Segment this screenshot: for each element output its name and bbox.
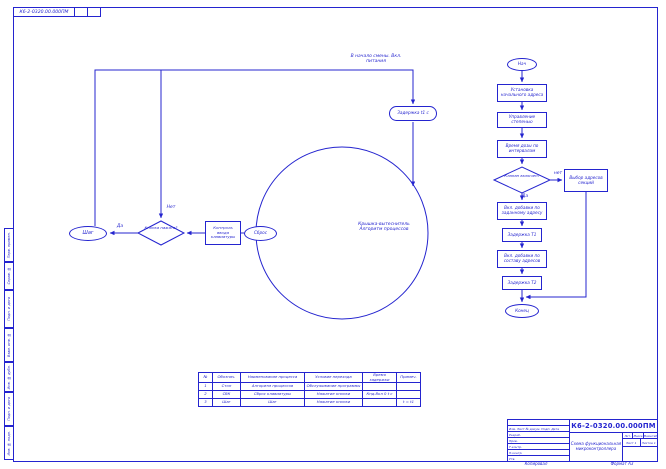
delay-t1-block: Задержка t1 с bbox=[389, 106, 437, 121]
table-row: 1 Стоп Алгоритм процессов Обслуживание п… bbox=[198, 382, 421, 391]
table-cell: t = t1 bbox=[396, 398, 421, 407]
document-title-line2: микроконтроллера bbox=[575, 446, 617, 451]
corner-stamp-cell bbox=[74, 8, 87, 16]
branch-return-line bbox=[525, 192, 587, 300]
corner-document-stamp: К6-2-0320.00.000ПМ bbox=[13, 7, 101, 17]
table-header: Время задержки bbox=[362, 372, 397, 383]
step4-block: Вкл. добавки по заданному адресу bbox=[497, 202, 547, 220]
table-cell: Сброс клавиатуры bbox=[240, 390, 305, 399]
table-cell bbox=[396, 390, 421, 399]
title-block-main-area: К6-2-0320.00.000ПМ Схема функциональная … bbox=[570, 420, 657, 461]
corner-stamp-cell bbox=[87, 8, 100, 16]
table-cell: Шаг bbox=[240, 398, 305, 407]
corner-stamp-number: К6-2-0320.00.000ПМ bbox=[19, 9, 69, 15]
margin-stamp: Справ. № bbox=[4, 262, 14, 290]
lit-label: Лит. bbox=[623, 433, 634, 438]
step2-block: Управление степенью bbox=[497, 112, 547, 128]
branch-block: Выбор адресов секций bbox=[564, 169, 608, 192]
table-cell bbox=[362, 382, 397, 391]
no-branch-label: Нет bbox=[166, 205, 176, 210]
margin-stamp: Инв. № подл. bbox=[4, 426, 14, 460]
table-cell: Стоп bbox=[212, 382, 241, 391]
margin-stamp: Инв. № дубл. bbox=[4, 362, 14, 392]
table-header: Наименование процесса bbox=[240, 372, 305, 383]
table-row: 2 СбК Сброс клавиатуры Нажатие кнопки Кн… bbox=[198, 390, 421, 399]
copied-note: Копировал bbox=[524, 461, 548, 466]
process-table: № Обознач. Наименование процесса Условие… bbox=[198, 372, 421, 407]
circle-caption-line2: Алгоритм процессов bbox=[359, 227, 409, 233]
sheets-cell: Листов 1 bbox=[641, 440, 656, 445]
circle-caption: Крышка-вытеснитель Алгоритм процессов bbox=[346, 222, 422, 233]
document-title: Схема функциональная микроконтроллера bbox=[570, 433, 622, 461]
table-header: Обознач. bbox=[212, 372, 241, 383]
table-cell bbox=[396, 382, 421, 391]
scale-label: Масштаб bbox=[643, 433, 658, 438]
title-block-info-grid: Лит. Масса Масштаб Лист 1 Листов 1 bbox=[622, 433, 657, 461]
title-block-row: Н.контр. bbox=[508, 449, 569, 455]
table-cell: Нажатие кнопки bbox=[304, 398, 363, 407]
table-cell: Обслуживание программы bbox=[304, 382, 363, 391]
table-cell: 1 bbox=[198, 382, 213, 391]
decision-label: Кнопка нажата? bbox=[144, 225, 178, 230]
info-empty-cell bbox=[623, 447, 657, 461]
reset-terminator: Сброс bbox=[244, 226, 277, 241]
step1-block: Установка начального адреса bbox=[497, 84, 547, 102]
margin-stamp-label: Подп. и дата bbox=[7, 397, 11, 421]
valve-decision-label: Клапан включен? bbox=[504, 173, 540, 178]
margin-stamp-label: Инв. № подл. bbox=[7, 430, 11, 456]
table-cell: СбК bbox=[212, 390, 241, 399]
delay1-block: Задержка Т1 bbox=[502, 228, 542, 242]
document-number: К6-2-0320.00.000ПМ bbox=[570, 420, 657, 433]
margin-stamp-label: Перв. примен. bbox=[7, 231, 11, 259]
format-note: Формат A3 bbox=[610, 461, 634, 466]
process-circle bbox=[255, 146, 429, 320]
title-block-row: Т.контр. bbox=[508, 443, 569, 449]
end-terminator: Конец bbox=[505, 304, 539, 318]
circle-caption-line1: Крышка-вытеснитель bbox=[358, 222, 410, 227]
margin-stamp: Перв. примен. bbox=[4, 228, 14, 262]
step5-block: Вкл. добавки по составу адресов bbox=[497, 250, 547, 268]
table-header: Условие перехода bbox=[304, 372, 363, 383]
title-block: Изм. Лист № докум. Подп. Дата Разраб. Пр… bbox=[507, 419, 658, 462]
sheet-cell: Лист 1 bbox=[623, 439, 641, 446]
table-cell: Кнд.Вкл 0 t с bbox=[362, 390, 397, 399]
loop-line bbox=[94, 69, 416, 226]
table-header: Примеч. bbox=[396, 372, 421, 383]
mass-label: Масса bbox=[633, 433, 644, 438]
yes-branch-label: Да bbox=[116, 224, 124, 229]
step3-block: Время дозы по интервалам bbox=[497, 140, 547, 158]
table-row: 3 Шаг Шаг Нажатие кнопки t = t1 bbox=[198, 398, 421, 407]
title-block-row: Изм. Лист № докум. Подп. Дата bbox=[508, 425, 569, 431]
delay2-block: Задержка Т2 bbox=[502, 276, 542, 290]
table-cell: 2 bbox=[198, 390, 213, 399]
title-block-revision-area: Изм. Лист № докум. Подп. Дата Разраб. Пр… bbox=[508, 420, 570, 461]
table-cell: Шаг bbox=[212, 398, 241, 407]
begin-terminator: Нач bbox=[507, 58, 537, 71]
margin-stamp-label: Инв. № дубл. bbox=[7, 364, 11, 390]
loop-annotation: В начало смены. Вкл. питания bbox=[350, 54, 402, 65]
table-cell: Алгоритм процессов bbox=[240, 382, 305, 391]
margin-stamp-label: Подп. и дата bbox=[7, 297, 11, 321]
keyboard-process-block: Контроль ввода клавиатуры bbox=[205, 221, 241, 245]
margin-stamp: Взам. инв. № bbox=[4, 328, 14, 362]
margin-stamp-label: Справ. № bbox=[7, 267, 11, 285]
margin-stamp: Подп. и дата bbox=[4, 392, 14, 426]
margin-stamp: Подп. и дата bbox=[4, 290, 14, 328]
table-cell bbox=[362, 398, 397, 407]
start-terminator: Шаг bbox=[69, 226, 107, 241]
table-cell: Нажатие кнопки bbox=[304, 390, 363, 399]
valve-yes-label: Да bbox=[521, 194, 529, 199]
table-cell: 3 bbox=[198, 398, 213, 407]
table-header-row: № Обознач. Наименование процесса Условие… bbox=[198, 372, 421, 383]
margin-stamp-label: Взам. инв. № bbox=[7, 332, 11, 358]
valve-no-label: нет bbox=[553, 171, 563, 176]
left-decision-diamond bbox=[136, 220, 186, 246]
title-block-row: Разраб. bbox=[508, 431, 569, 437]
title-block-row: Утв. bbox=[508, 455, 569, 461]
right-decision-diamond bbox=[492, 166, 552, 194]
table-header: № bbox=[198, 372, 213, 383]
title-block-row: Пров. bbox=[508, 437, 569, 443]
document-title-line1: Схема функциональная bbox=[570, 441, 622, 447]
